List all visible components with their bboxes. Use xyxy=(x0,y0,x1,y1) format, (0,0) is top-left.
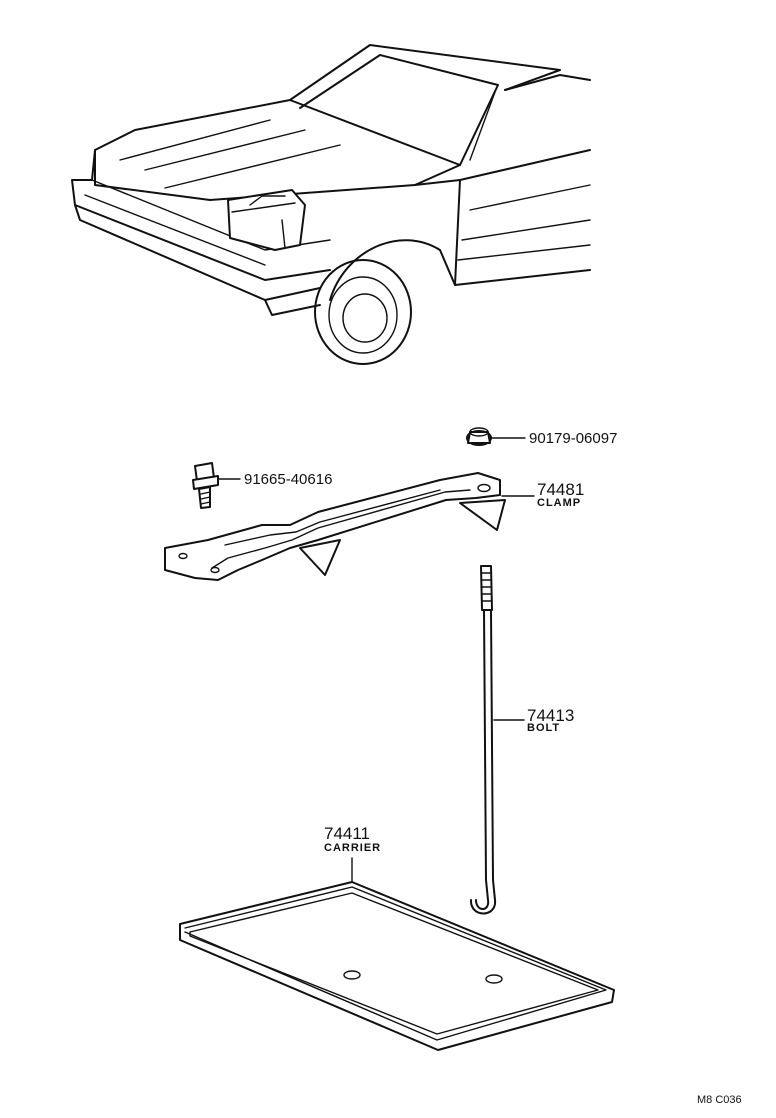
part-number-carrier: 74411 xyxy=(324,824,371,843)
clamp-icon xyxy=(164,472,535,581)
part-name-long-bolt: BOLT xyxy=(527,722,561,734)
long-bolt-icon xyxy=(469,565,525,915)
part-number-long-bolt: 74413 xyxy=(527,706,575,725)
part-name-clamp: CLAMP xyxy=(537,497,582,509)
part-name-carrier: CARRIER xyxy=(324,842,382,854)
car-illustration xyxy=(71,44,591,365)
part-number-nut: 90179-06097 xyxy=(529,430,618,447)
bolt-small-icon xyxy=(192,462,241,509)
carrier-icon xyxy=(179,857,615,1051)
part-number-clamp: 74481 xyxy=(537,480,585,499)
figure-reference: M8 C036 xyxy=(697,1094,742,1106)
part-number-bolt-small: 91665-40616 xyxy=(244,471,333,488)
nut-icon xyxy=(466,427,526,446)
